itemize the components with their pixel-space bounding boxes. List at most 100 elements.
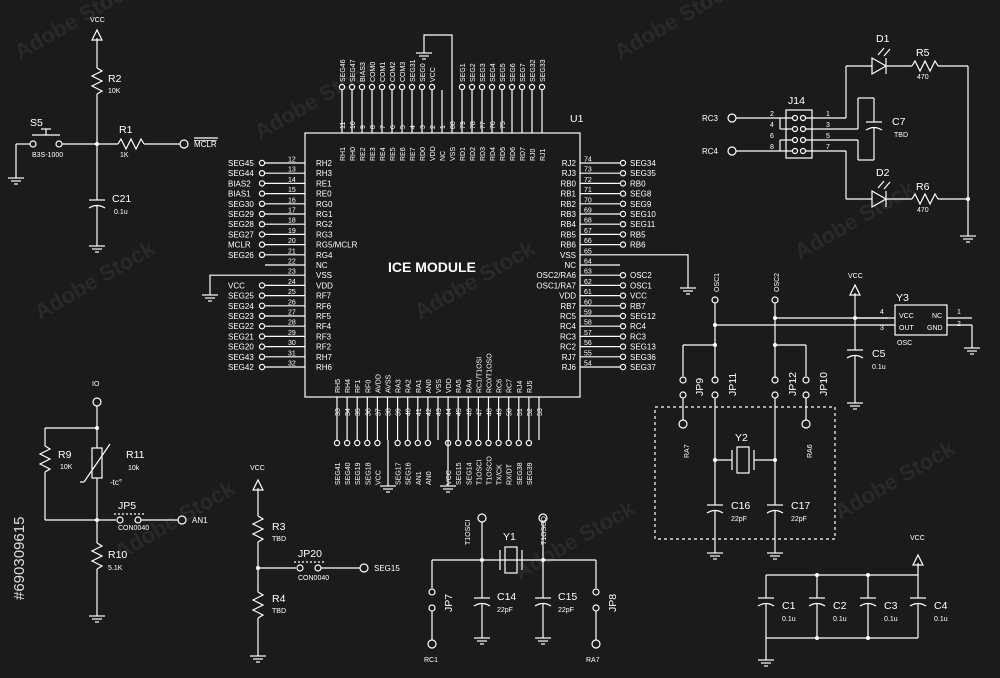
svg-text:R3: R3 [272,521,286,533]
pin-name: NC [316,261,328,270]
svg-text:CON0040: CON0040 [118,525,149,532]
svg-text:R5: R5 [916,47,930,59]
net-label: SEG7 [520,63,527,82]
svg-text:C2: C2 [833,600,847,612]
pin-number: 78 [470,121,477,129]
pin-name: OSC1/RA7 [536,281,576,290]
svg-text:C15: C15 [558,591,577,603]
svg-text:R1: R1 [119,124,133,136]
svg-text:C5: C5 [872,348,886,360]
pin-name: RF7 [316,292,332,301]
pin-name: RF5 [316,312,332,321]
pin-name: RB2 [560,200,576,209]
pin-number: 7 [380,125,387,129]
pin-name: RD3 [480,147,487,161]
pin-number: 67 [584,228,592,235]
pin-name: VSS [316,271,332,280]
pin-name: RG3 [316,230,333,239]
pin-number: 22 [288,259,296,266]
svg-text:JP11: JP11 [727,373,739,396]
pin-name: RD5 [500,147,507,161]
net-label: SEG22 [228,322,254,331]
pin-number: 79 [460,121,467,129]
net-label: SEG27 [228,230,254,239]
pin-number: 18 [288,218,296,225]
pin-name: RB4 [560,220,576,229]
svg-text:SEG15: SEG15 [374,564,400,573]
svg-text:0.1u: 0.1u [782,616,796,623]
svg-text:RC3: RC3 [702,114,719,123]
pin-number: 51 [517,408,524,416]
net-label: SEG41 [335,462,342,485]
t1-oscillator: T1OSCI T1OSCO Y1 C14 22pF C15 22pF [424,513,619,664]
pin-name: RH4 [345,379,352,393]
pin-name: RA5 [456,379,463,393]
svg-text:470: 470 [917,207,929,214]
net-label: SEG15 [456,462,463,485]
svg-text:T1OSCI: T1OSCI [465,520,472,545]
svg-text:C7: C7 [892,116,906,128]
thermistor-circuit: IO R9 10K R11 10k -tc° JP5 CON0040 AN1 [38,381,208,623]
pin-number: 17 [288,208,296,215]
svg-text:TBD: TBD [272,536,286,543]
pin-number: 30 [288,340,296,347]
pin-number: 10 [350,121,357,129]
svg-text:1K: 1K [120,152,129,159]
pin-name: RD7 [520,147,527,161]
pin-name: RG0 [316,200,333,209]
pin-name: RE7 [410,147,417,161]
pin-name: RA4 [466,379,473,393]
pin-name: RJ1 [540,148,547,161]
svg-text:CON0040: CON0040 [298,575,329,582]
pin-name: RC7 [507,379,514,393]
pin-number: 19 [288,228,296,235]
svg-text:C4: C4 [934,600,948,612]
pin-name: VDD [446,378,453,393]
pin-name: RH3 [316,169,333,178]
chip-title: ICE MODULE [388,259,476,275]
pin-name: RE2 [360,147,367,161]
pin-name: VSS [436,379,443,393]
pin-name: RD2 [470,147,477,161]
pin-number: 46 [466,408,473,416]
pin-name: RB3 [560,210,576,219]
net-label: SEG42 [228,363,254,372]
svg-text:C3: C3 [884,600,898,612]
net-label: SEG38 [517,462,524,485]
net-label: SEG3 [480,63,487,82]
net-label: SEG13 [630,343,656,352]
pin-number: 72 [584,177,592,184]
svg-text:TBD: TBD [272,608,286,615]
net-label: RC3 [630,332,647,341]
pin-number: 33 [335,408,342,416]
net-label: SEG28 [228,220,254,229]
svg-text:R9: R9 [58,449,72,461]
pin-number: 25 [288,289,296,296]
pin-name: RE1 [316,179,332,188]
pin-number: 28 [288,320,296,327]
j14-header [785,109,813,159]
svg-text:10k: 10k [128,465,140,472]
pin-number: 54 [584,361,592,368]
pin-name: RA3 [396,379,403,393]
net-label: VCC [446,470,453,485]
pin-name: RC2 [560,343,577,352]
reset-circuit: VCC R2 10K R1 1K MCLR S5 B3S-1000 C21 [7,17,218,253]
pin-name: RG5/MCLR [316,241,358,250]
pin-number: 63 [584,269,592,276]
svg-text:Adobe Stock: Adobe Stock [830,435,960,524]
pin-name: RJ3 [562,169,577,178]
svg-text:JP12: JP12 [787,372,799,396]
svg-text:RA6: RA6 [807,444,814,458]
net-label: SEG14 [466,462,473,485]
net-label: SEG29 [228,210,254,219]
svg-text:C21: C21 [112,193,131,205]
svg-text:JP10: JP10 [818,372,830,396]
net-label: OSC1 [630,281,652,290]
net-label: SEG4 [490,63,497,82]
net-label: RC4 [630,322,647,331]
pin-number: 42 [426,408,433,416]
net-label: T1OSCO [487,456,494,485]
pin-number: 55 [584,350,592,357]
pin-number: 49 [497,408,504,416]
